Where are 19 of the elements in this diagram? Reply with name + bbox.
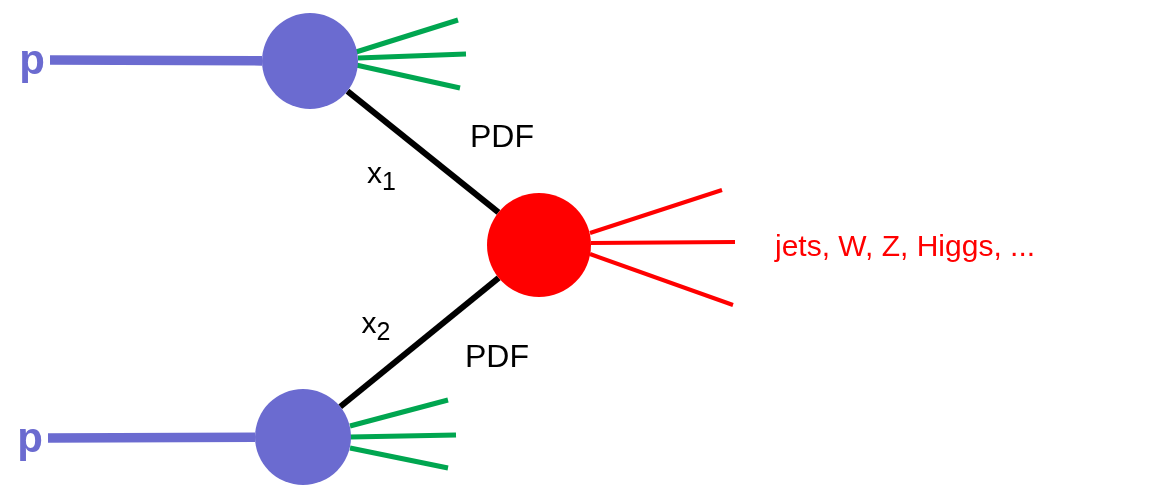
final-state-label: jets, W, Z, Higgs, ... [775,231,1036,261]
particle-line [349,432,457,440]
particle-line [349,445,449,471]
edge-label: x$_{2}$ [361,308,391,345]
particle-line [349,397,449,429]
beam-line [48,432,255,443]
particle-line [591,240,735,245]
proton-label: p [12,416,48,460]
particle-line [357,51,467,61]
pdf-label: PDF [470,120,534,152]
edge-label: x$_{1}$ [366,157,396,194]
parton-line [338,275,501,410]
particle-line [355,17,459,55]
beam-line [50,55,262,66]
proton-label: p [14,38,50,82]
parton-line [345,88,501,215]
particle-line [589,188,723,235]
particle-line [589,252,734,307]
pdf-label: PDF [465,340,529,372]
